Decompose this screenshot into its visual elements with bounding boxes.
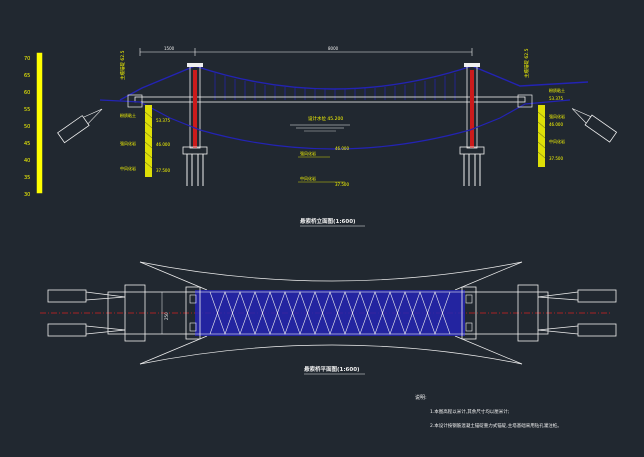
scale-label: 50 — [24, 124, 30, 130]
bridge-deck — [134, 96, 526, 103]
layer-label: 强风化岩 — [549, 113, 565, 119]
plan-left-abutment — [124, 284, 146, 342]
level-value: 53.375 — [549, 96, 563, 101]
level-value: 46.000 — [156, 142, 170, 147]
plan-right-abutment — [517, 284, 539, 342]
right-abutment: 粉质粘土 强风化岩 中风化岩 53.375 46.000 37.500 — [517, 87, 565, 167]
level-value: 53.375 — [156, 118, 170, 123]
layer-label: 中风化岩 — [549, 138, 565, 144]
level-value: 37.500 — [549, 156, 563, 161]
scale-labels: 70 65 60 55 50 45 40 35 30 — [24, 56, 30, 198]
mid-annotations: 强风化岩 中风化岩 46.000 37.500 — [298, 146, 349, 187]
water-level: 设计水位 45.200 — [290, 115, 350, 132]
right-anchor-label: 主缆锚碇 62.5 — [523, 48, 530, 78]
level-value: 37.500 — [156, 168, 170, 173]
plan-right-anchorages — [537, 289, 617, 337]
mid-layer-label: 强风化岩 — [300, 150, 316, 156]
layer-label: 强风化岩 — [120, 140, 136, 146]
plan-view: 250 悬索桥平面图(1:600) — [40, 261, 617, 375]
ground-line — [99, 99, 571, 150]
deck-width-dim: 250 — [161, 292, 169, 334]
left-abutment: 粉质粘土 强风化岩 中风化岩 53.375 46.000 37.500 — [120, 94, 170, 177]
plan-title: 悬索桥平面图(1:600) — [303, 365, 360, 373]
scale-label: 60 — [24, 90, 30, 96]
elevation-view: 70 65 60 55 50 45 40 35 30 1500 8000 主缆锚… — [24, 46, 618, 227]
plan-left-tower — [185, 286, 201, 340]
level-value: 46.000 — [549, 122, 563, 127]
note-item: 2.本设计按钢筋混凝土锚碇重力式锚碇,主塔基础采用钻孔灌注桩。 — [430, 422, 562, 429]
right-anchorage — [571, 108, 618, 143]
notes-heading: 说明: — [415, 394, 427, 401]
main-cable — [119, 65, 589, 101]
scale-label: 55 — [24, 107, 30, 113]
deck-width-label: 250 — [164, 312, 169, 320]
water-level-label: 设计水位 45.200 — [308, 115, 343, 122]
plan-cables — [139, 261, 523, 365]
mid-level-value: 37.500 — [335, 182, 349, 187]
scale-label: 70 — [24, 56, 30, 62]
plan-right-tower — [461, 286, 477, 340]
mid-layer-label: 中风化岩 — [300, 175, 316, 181]
side-span-label: 1500 — [164, 46, 175, 51]
layer-label: 粉质粘土 — [120, 112, 136, 118]
elevation-title: 悬索桥立面图(1:600) — [299, 217, 356, 225]
mid-level-value: 46.000 — [335, 146, 349, 151]
main-span-label: 8000 — [328, 46, 339, 51]
scale-label: 65 — [24, 73, 30, 79]
scale-label: 40 — [24, 158, 30, 164]
left-tower — [182, 63, 208, 186]
left-anchorage — [57, 108, 103, 144]
scale-bar — [36, 52, 43, 194]
span-dimension: 1500 8000 — [139, 46, 473, 56]
hangers — [214, 73, 456, 100]
left-anchor-label: 主缆锚碇 62.5 — [119, 50, 126, 80]
scale-label: 45 — [24, 141, 30, 147]
note-item: 1.本图高程以米计,其余尺寸均以厘米计; — [430, 408, 509, 415]
elevation-scale: 70 65 60 55 50 45 40 35 30 — [24, 52, 43, 198]
plan-left-anchorages — [47, 289, 126, 337]
notes: 说明: 1.本图高程以米计,其余尺寸均以厘米计; 2.本设计按钢筋混凝土锚碇重力… — [415, 394, 562, 429]
plan-truss — [195, 291, 465, 335]
plan-cable-zone — [195, 290, 465, 336]
layer-label: 粉质粘土 — [549, 87, 565, 93]
scale-label: 30 — [24, 192, 30, 198]
right-tower — [459, 63, 485, 186]
layer-label: 中风化岩 — [120, 165, 136, 171]
scale-label: 35 — [24, 175, 30, 181]
